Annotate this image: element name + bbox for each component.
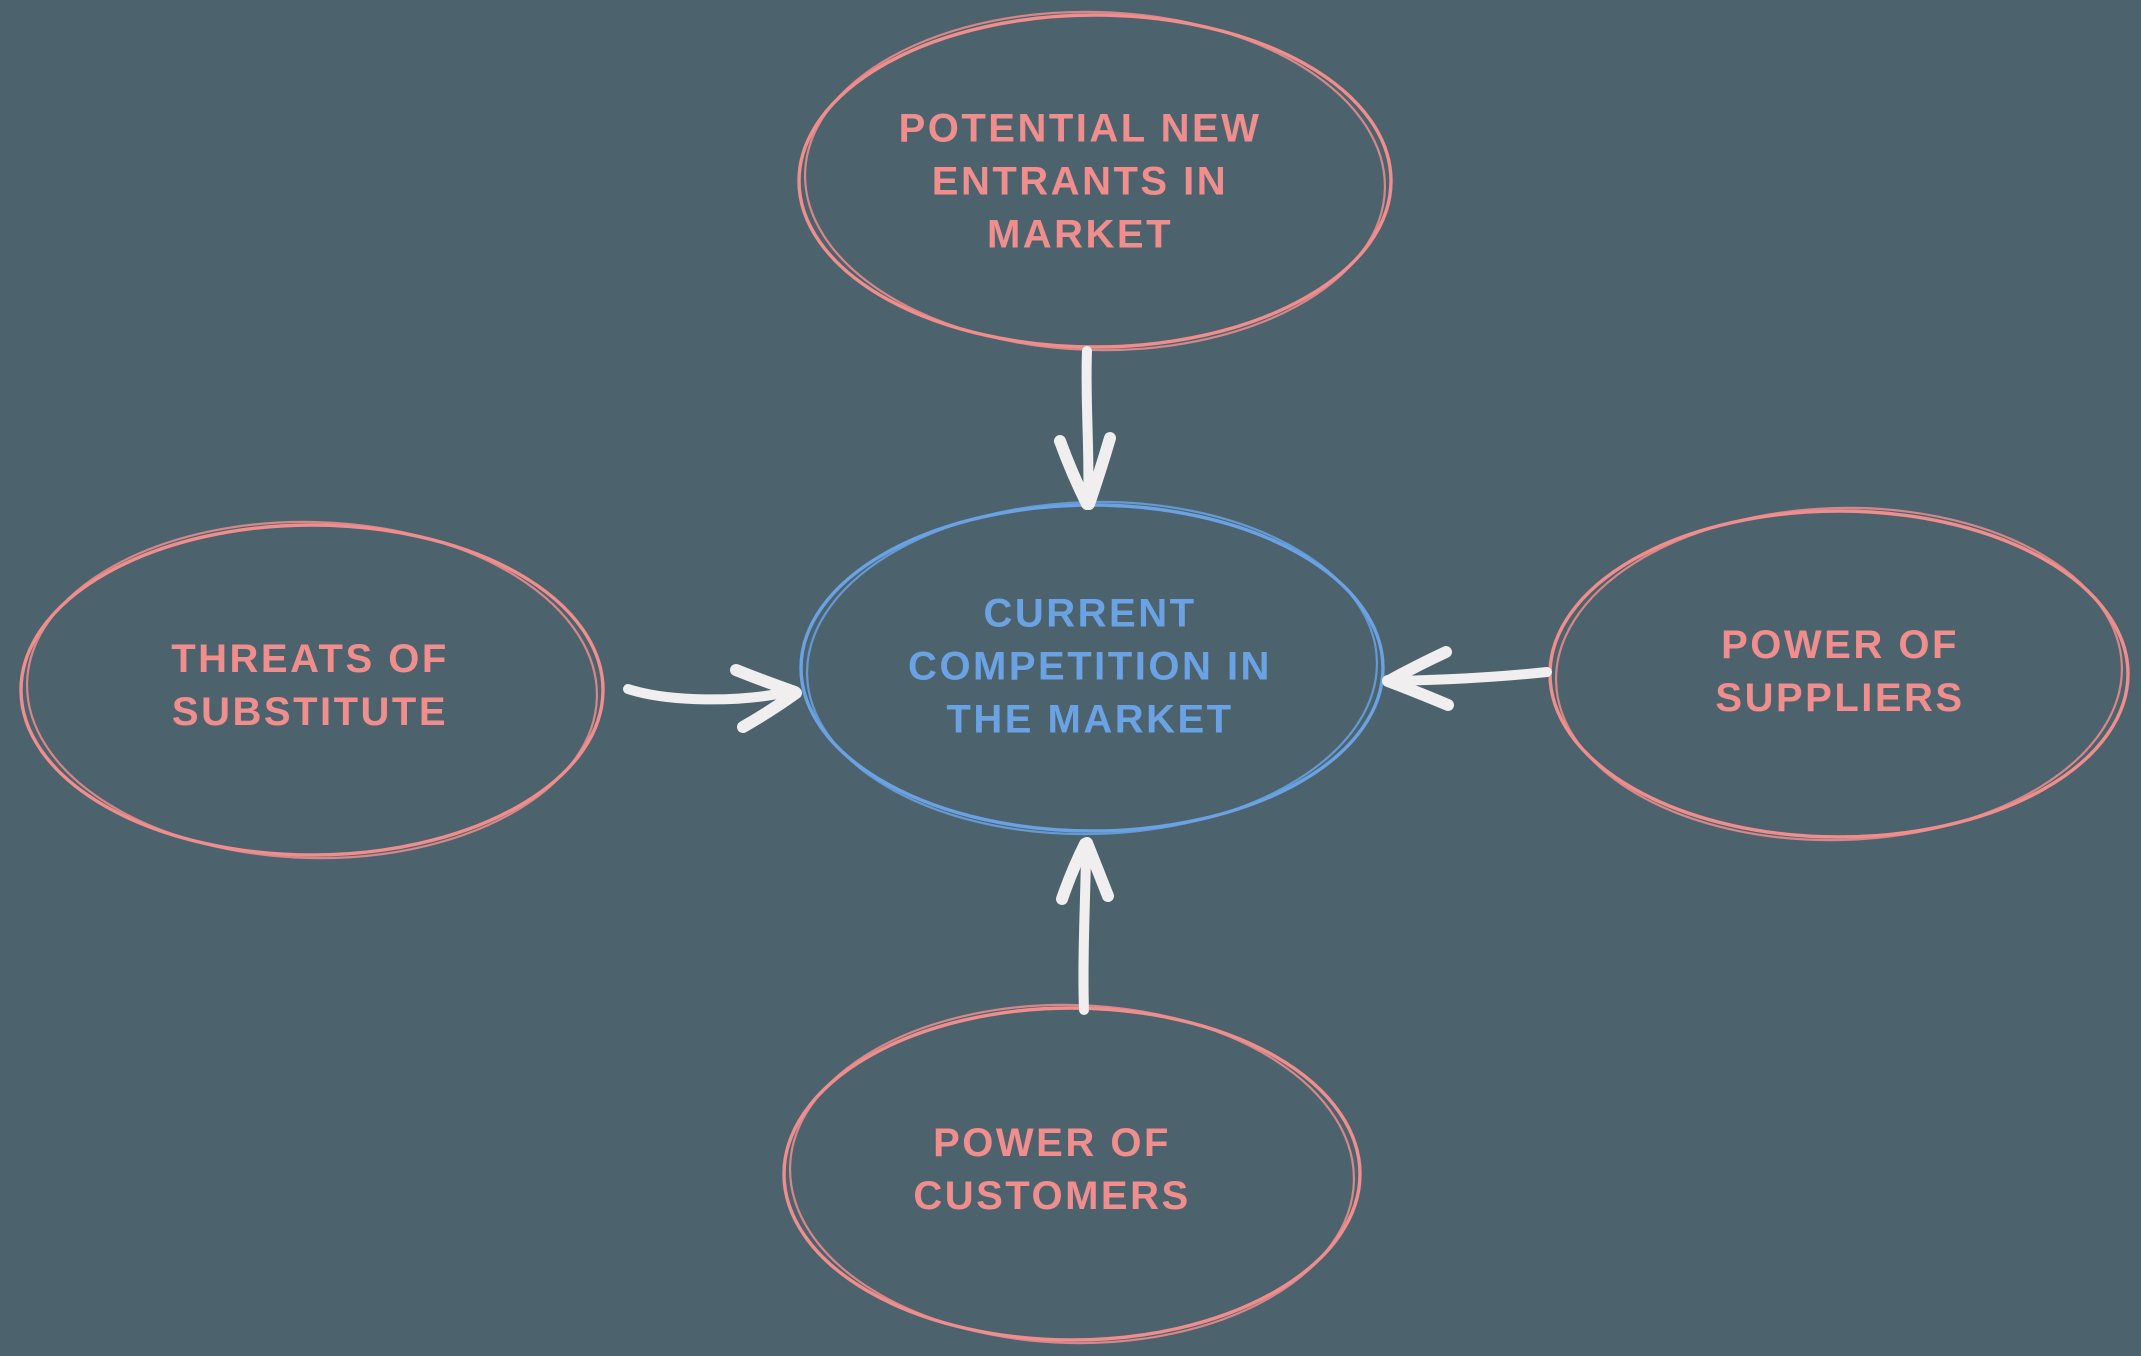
label-line: POWER OF [1721,623,1959,667]
node-label-power-of-customers: POWER OF CUSTOMERS [913,1117,1190,1223]
node-label-potential-new-entrants: POTENTIAL NEW ENTRANTS IN MARKET [899,103,1262,262]
label-line: THE MARKET [946,697,1234,742]
arrow-threats-of-substitute-to-center [623,664,802,733]
label-line: POTENTIAL NEW [898,106,1262,151]
node-label-current-competition: CURRENT COMPETITION IN THE MARKET [908,588,1272,747]
arrow-potential-new-entrants-to-center [1054,346,1116,510]
label-line: COMPETITION IN [908,644,1272,689]
arrow-power-of-customers-to-center [1056,837,1114,1015]
label-line: SUBSTITUTE [171,690,449,734]
node-label-power-of-suppliers: POWER OF SUPPLIERS [1715,619,1964,725]
node-ellipse-power-of-customers [782,1003,1362,1345]
label-line: SUPPLIERS [1715,676,1965,720]
node-label-threats-of-substitute: THREATS OF SUBSTITUTE [171,633,449,739]
node-ellipse-threats-of-substitute [19,520,605,860]
label-line: THREATS OF [171,637,449,681]
label-line: CURRENT [983,591,1197,636]
label-line: MARKET [986,212,1174,257]
label-line: POWER OF [933,1121,1171,1165]
label-line: CUSTOMERS [913,1174,1191,1218]
label-line: ENTRANTS IN [931,159,1229,204]
arrow-power-of-suppliers-to-center [1382,646,1552,711]
